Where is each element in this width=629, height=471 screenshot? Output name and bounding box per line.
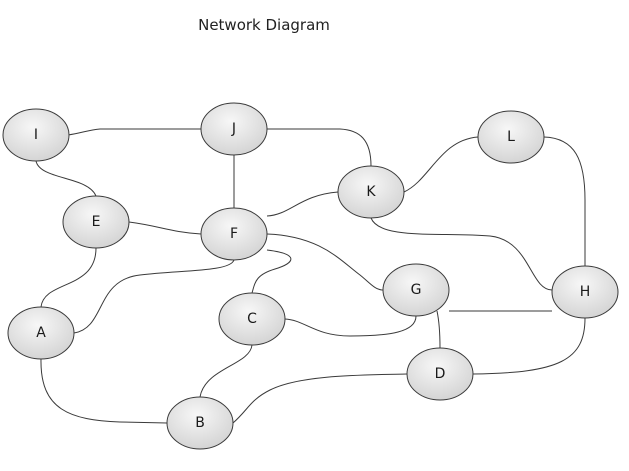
edge-k-h (370, 217, 553, 291)
edge-f-a (73, 259, 235, 334)
node-l: L (477, 110, 545, 164)
node-c: C (218, 292, 286, 346)
node-b-label: B (195, 415, 205, 431)
node-d: D (406, 347, 474, 401)
node-j-label: J (231, 121, 236, 137)
node-b: B (166, 396, 234, 450)
node-f: F (200, 207, 268, 261)
node-c-label: C (247, 311, 257, 327)
edge-i-e (35, 160, 97, 197)
node-k: K (337, 165, 405, 219)
nodes-layer: I J L K E F G H A C D B (2, 102, 619, 450)
edge-h-d (472, 317, 586, 375)
edge-i-j (67, 128, 201, 136)
node-e: E (62, 195, 130, 249)
node-a-label: A (36, 325, 46, 341)
node-e-label: E (92, 214, 101, 230)
edge-d-b (232, 373, 408, 424)
node-k-circle (337, 165, 405, 219)
edge-a-b (40, 358, 168, 424)
edge-k-f (266, 191, 339, 217)
node-g: G (382, 263, 450, 317)
node-h-circle (551, 265, 619, 319)
node-l-circle (477, 110, 545, 164)
node-k-label: K (366, 184, 376, 200)
edge-c-b (199, 344, 253, 398)
node-h: H (551, 265, 619, 319)
node-l-label: L (507, 129, 515, 145)
node-d-circle (406, 347, 474, 401)
node-i: I (2, 108, 70, 162)
node-b-circle (166, 396, 234, 450)
node-e-circle (62, 195, 130, 249)
diagram-title: Network Diagram (198, 16, 330, 34)
node-h-label: H (580, 284, 591, 300)
node-a-circle (7, 306, 75, 360)
node-j-circle (200, 102, 268, 156)
node-g-label: G (411, 282, 422, 298)
node-j: J (200, 102, 268, 156)
node-c-circle (218, 292, 286, 346)
node-f-label: F (230, 226, 238, 242)
node-g-circle (382, 263, 450, 317)
edges-layer (35, 128, 586, 424)
edge-g-c (284, 315, 417, 337)
node-f-circle (200, 207, 268, 261)
node-a: A (7, 306, 75, 360)
edge-e-f (128, 221, 202, 235)
edge-l-h (543, 136, 586, 266)
edge-j-k (267, 128, 372, 167)
node-i-circle (2, 108, 70, 162)
edge-g-d (436, 310, 441, 349)
node-d-label: D (435, 366, 446, 382)
edge-k-l (403, 136, 479, 193)
node-i-label: I (34, 127, 38, 143)
edge-e-a (40, 247, 97, 308)
edge-f-c (251, 249, 292, 294)
edge-f-g (266, 233, 384, 291)
